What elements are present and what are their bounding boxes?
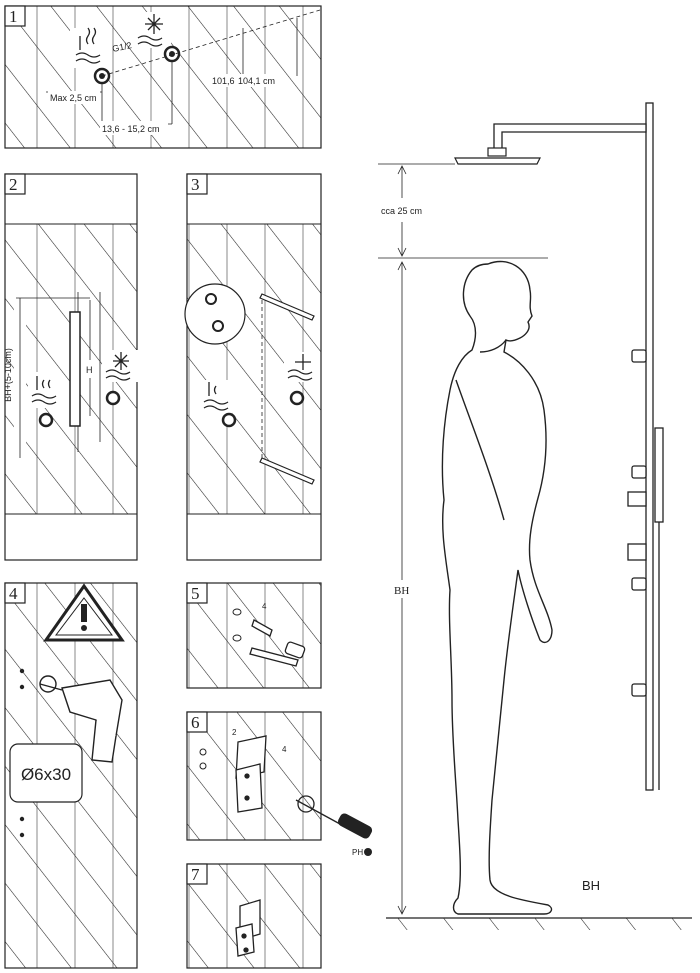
part-callout: 4 [262,602,267,611]
phillips-bit-icon [364,848,372,856]
clearance-dimension [378,163,548,259]
thread-label: G1/2 [111,40,132,54]
bh-label: BH [582,878,600,893]
panel-1: 1 G1/2 Max 2,5 cm 101,6 104,1 c [4,5,322,149]
panel-5: 5 4 [186,582,322,689]
panel-number: 1 [9,7,18,26]
cold-water-icon [287,354,313,381]
h-label: H [86,365,93,375]
rain-showerhead [454,157,541,165]
panel-number: 6 [191,713,200,732]
body-jet [631,577,647,591]
body-jet [631,465,647,479]
height-dimension-b: 104,1 cm [238,76,275,86]
body-jet [631,349,647,363]
bh-dimension [397,261,407,915]
wall-plug-and-hammer [249,619,306,667]
panel-number: 2 [9,175,18,194]
panel-4: 4 Ø6x30 [4,582,138,969]
part-callout-b: 4 [282,745,287,754]
thermostat-knob [627,543,647,561]
cold-water-icon [105,352,131,381]
drill-size-badge [9,743,83,803]
part-callout-a: 2 [232,728,237,737]
mounting-bracket [235,735,267,813]
drill-icon [39,675,123,763]
diverter-knob [627,491,647,507]
panel-number: 3 [191,175,200,194]
hot-water-icon [31,376,57,405]
cold-water-icon [137,14,163,47]
screwdriver [295,795,373,839]
height-label: BH+(5-10cm) [3,348,13,402]
hand-shower [654,427,664,523]
wall-plugs [259,293,315,485]
height-dimension-a: 101,6 [212,76,235,86]
panel-number: 7 [191,865,200,884]
clearance-label: cca 25 cm [381,206,422,216]
mounted-bracket [235,899,261,957]
bh-dimension-label: BH [394,585,409,597]
panel-6: 6 2 4 [186,711,373,841]
panel-number-box [4,5,26,27]
drill-size-label: Ø6x30 [21,765,71,784]
shower-panel [454,102,664,791]
panel-2: 2 BH+(5-10cm) H [3,173,138,561]
screwdriver-type-label: PH [352,848,363,857]
person-silhouette [441,260,553,915]
panel-7: 7 [186,863,322,969]
panel-3: 3 [184,173,322,561]
hot-water-icon [75,27,101,64]
panel-number: 5 [191,584,200,603]
detail-magnifier [184,283,246,345]
floor-line [386,917,692,930]
hot-water-icon [203,382,229,411]
panel-number: 4 [9,584,18,603]
body-jet [631,683,647,697]
wall-bracket-template [69,311,81,427]
warning-icon [43,583,125,642]
spacing-dimension: 13,6 - 15,2 cm [102,124,160,134]
max-depth-label: Max 2,5 cm [50,93,97,103]
